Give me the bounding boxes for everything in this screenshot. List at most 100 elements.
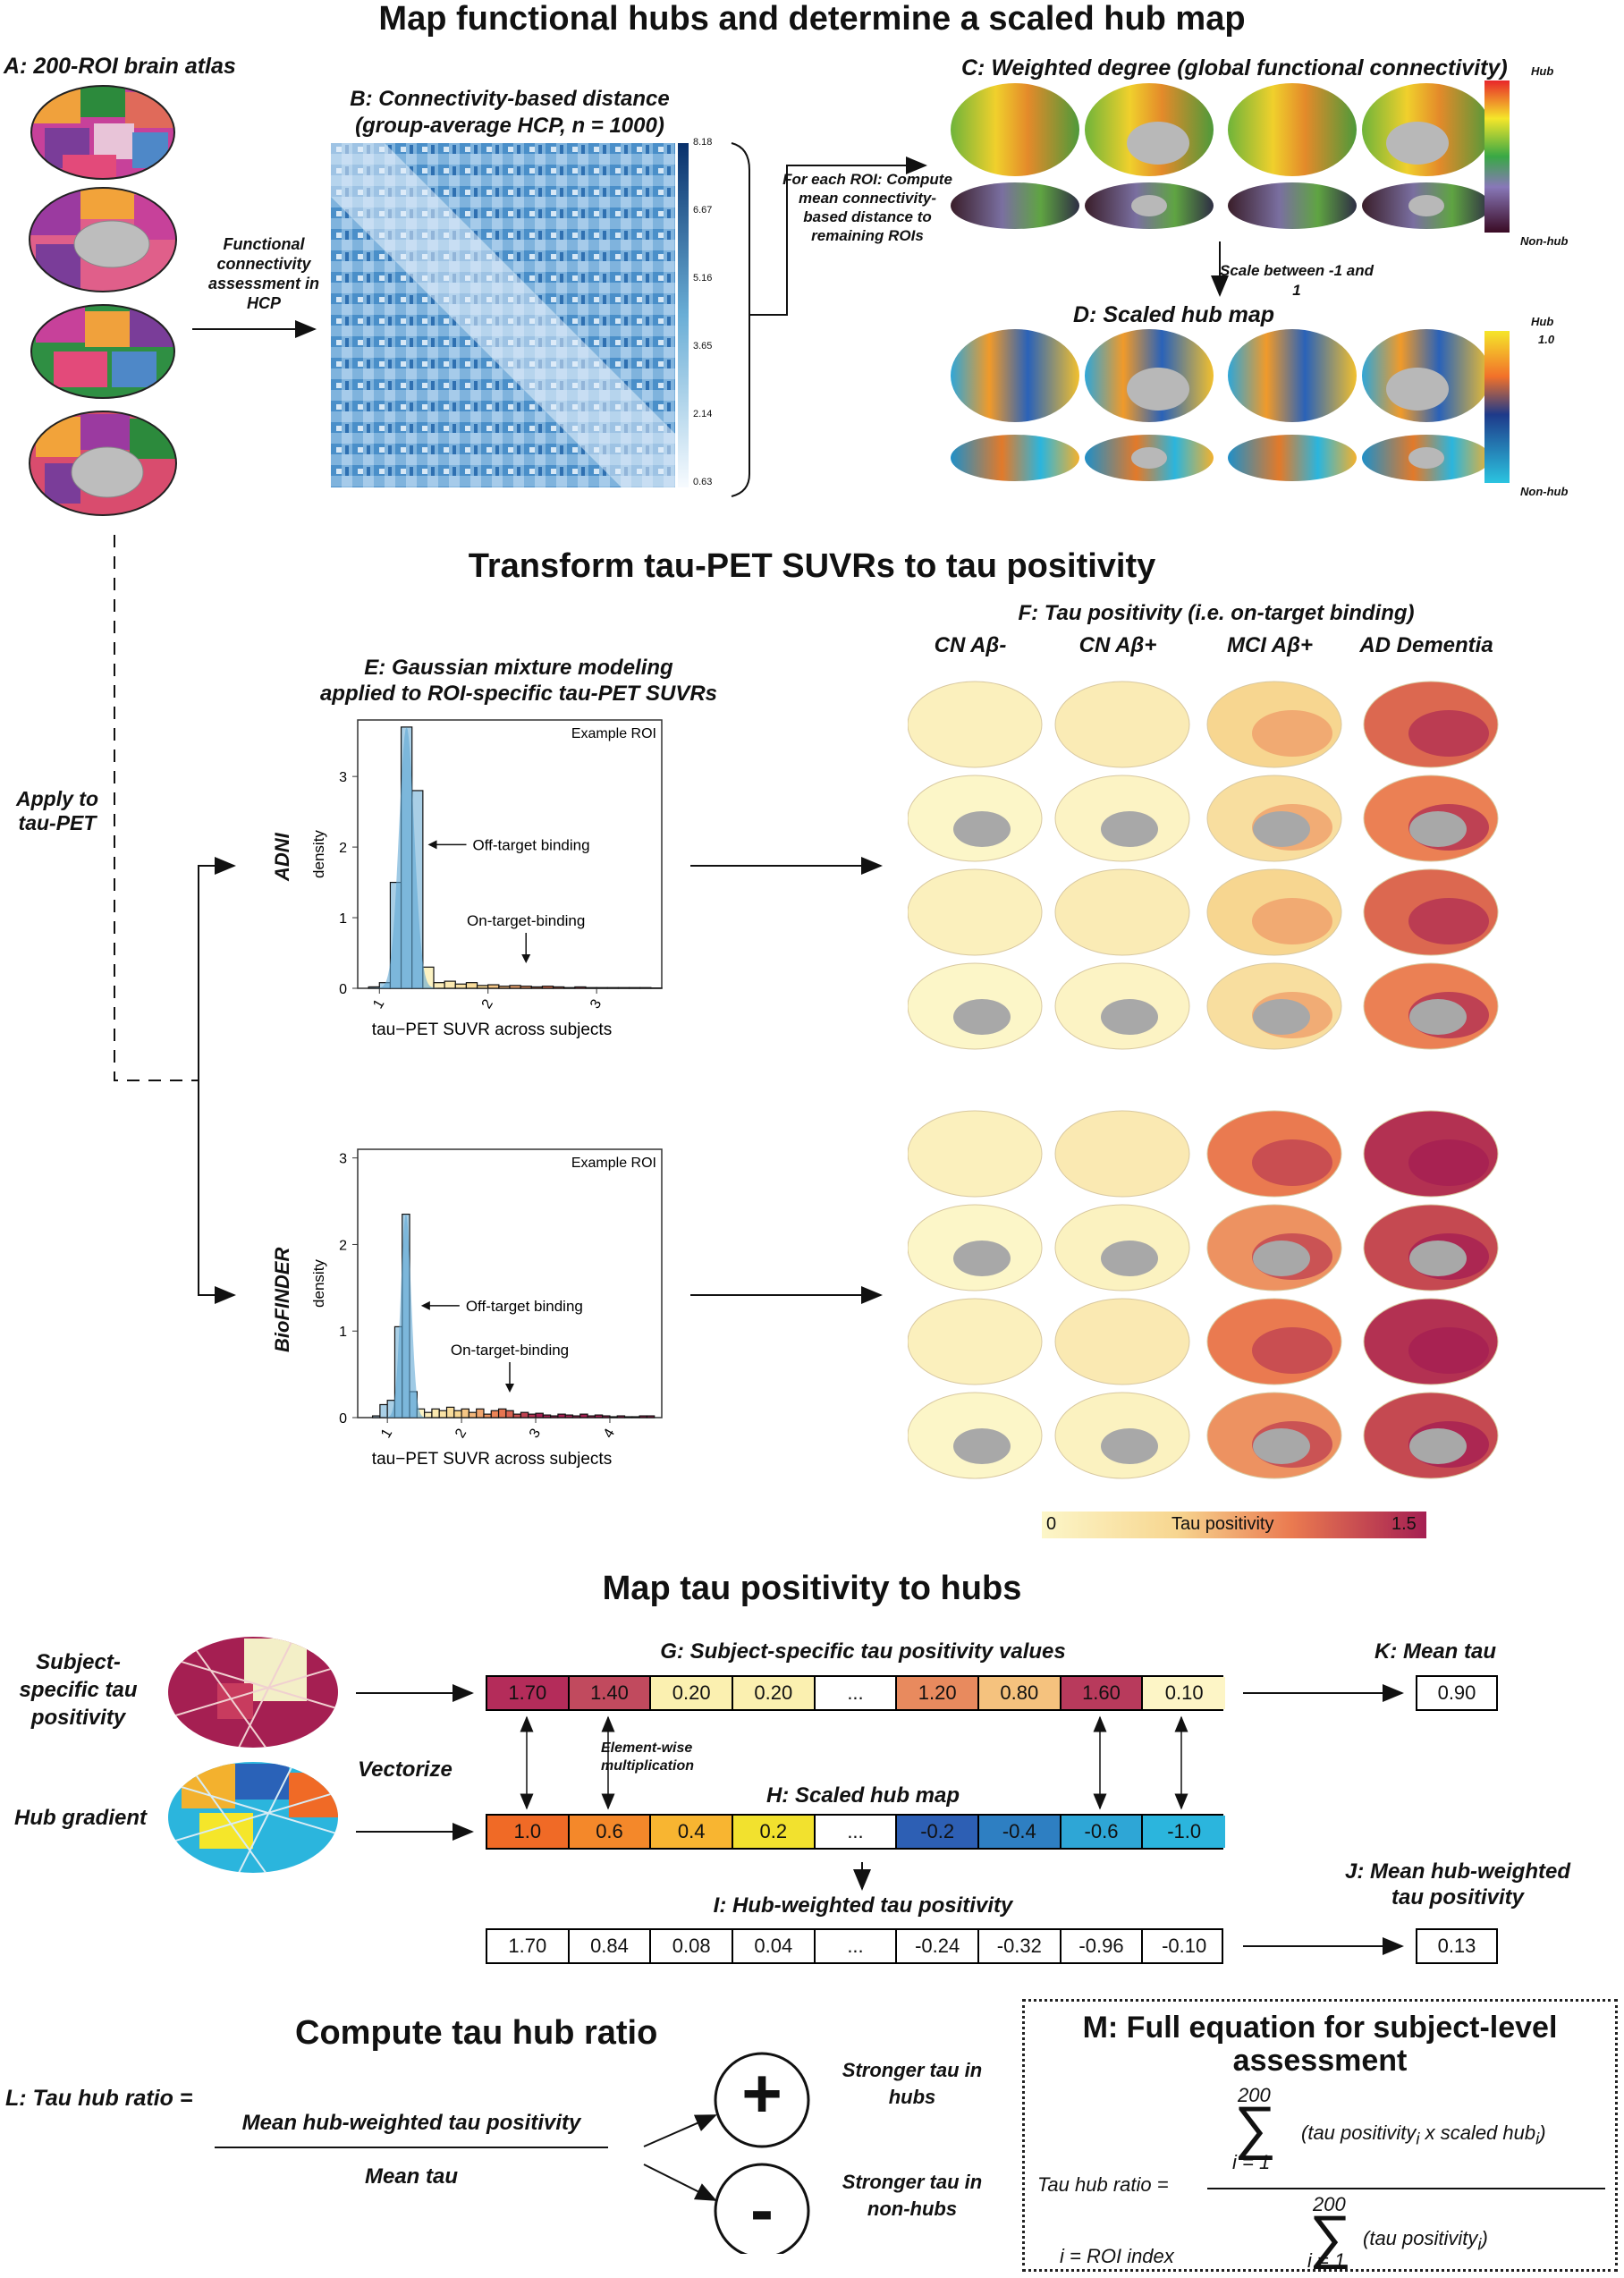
tau-brain-hotspot bbox=[1252, 710, 1332, 757]
panel-f-label: F: Tau positivity (i.e. on-target bindin… bbox=[1018, 601, 1415, 625]
value-cell: -0.10 bbox=[1162, 1935, 1207, 1957]
colorbar-tick-2: 6.67 bbox=[693, 205, 713, 216]
value-cell: -1.0 bbox=[1143, 1816, 1225, 1848]
value-cell: -0.96 bbox=[1062, 1930, 1144, 1962]
colorbar-tick-5: 2.14 bbox=[693, 409, 713, 419]
group-label-cn-abpos: CN Aβ+ bbox=[1078, 633, 1157, 657]
tau-hub-numerator: Mean hub-weighted tau positivity bbox=[241, 2111, 581, 2135]
on-target-arrowhead bbox=[521, 954, 531, 963]
histogram-bar bbox=[509, 985, 521, 989]
histogram-bar bbox=[564, 1414, 574, 1418]
on-target-arrowhead bbox=[505, 1384, 514, 1393]
x-tick-label: 4 bbox=[601, 1427, 618, 1441]
annotation-off-target: Off-target binding bbox=[466, 1298, 583, 1315]
tau-brain-hotspot bbox=[1252, 1139, 1332, 1186]
tau-cb-min: 0 bbox=[1046, 1514, 1057, 1534]
sigma-numerator: ∑ bbox=[1234, 2094, 1277, 2160]
panel-c-label: C: Weighted degree (global functional co… bbox=[961, 55, 1508, 80]
panel-b-label-1: B: Connectivity-based distance bbox=[350, 87, 670, 111]
colorbar-tick-4: 3.65 bbox=[693, 341, 713, 351]
histogram-bar bbox=[609, 1416, 618, 1418]
y-axis-label: density bbox=[310, 1259, 327, 1308]
denominator-term-a: (tau positivity bbox=[1363, 2227, 1478, 2249]
colorbar-tick-6: 0.63 bbox=[693, 477, 713, 487]
value-cell: -0.2 bbox=[897, 1816, 979, 1848]
denominator-term: (tau positivityi) bbox=[1363, 2227, 1488, 2254]
histogram-bar bbox=[596, 987, 608, 989]
histogram-bar bbox=[461, 1408, 469, 1418]
medial-wall bbox=[1253, 999, 1310, 1035]
value-cell: 0.4 bbox=[651, 1816, 733, 1848]
colorbar-tick-1: 8.18 bbox=[693, 137, 713, 148]
histogram-bar bbox=[438, 1410, 448, 1418]
histogram-bar bbox=[528, 1413, 537, 1418]
annotation-on-target: On-target-binding bbox=[467, 912, 585, 929]
y-tick-label: 0 bbox=[339, 1411, 347, 1427]
apply-to-tau-pet: Apply to tau-PET bbox=[16, 787, 98, 834]
panel-h-label: H: Scaled hub map bbox=[765, 1783, 960, 1808]
connector-arrows-top bbox=[114, 142, 1229, 1304]
medial-wall bbox=[953, 1428, 1011, 1464]
histogram-bar bbox=[585, 987, 597, 989]
histogram-bar bbox=[571, 1415, 581, 1418]
value-cell: 1.70 bbox=[487, 1930, 570, 1962]
panel-m-box bbox=[1022, 1999, 1618, 2272]
histogram-bar bbox=[444, 980, 456, 989]
histogram-bar bbox=[574, 986, 587, 989]
histogram-bar bbox=[557, 1413, 566, 1418]
sigma-denominator: ∑ bbox=[1309, 2203, 1352, 2269]
value-cell: ... bbox=[815, 1677, 898, 1709]
minus-symbol: - bbox=[750, 2170, 774, 2248]
histogram-bar bbox=[468, 1411, 478, 1418]
value-cell: 1.0 bbox=[487, 1816, 570, 1848]
value-cell: 0.08 bbox=[651, 1930, 733, 1962]
value-cell: 0.84 bbox=[570, 1930, 652, 1962]
tau-brain-view bbox=[1054, 1110, 1190, 1198]
histogram-bar bbox=[535, 1412, 544, 1418]
value-cell: 1.70 bbox=[487, 1677, 570, 1709]
tau-brain-hotspot bbox=[1408, 710, 1489, 757]
y-tick-label: 2 bbox=[339, 1238, 347, 1253]
d-cb-min: -1.0 bbox=[1536, 463, 1557, 477]
index-note: i = ROI index bbox=[1060, 2245, 1174, 2267]
sum-lower-den: i = 1 bbox=[1307, 2249, 1346, 2272]
scale-note: Scale between -1 and 1 bbox=[1220, 262, 1374, 299]
x-tick-label: 3 bbox=[527, 1427, 544, 1441]
panel-g-label: G: Subject-specific tau positivity value… bbox=[660, 1639, 1066, 1664]
histogram-bar bbox=[542, 1414, 552, 1418]
histogram-bar bbox=[530, 986, 544, 989]
tau-cb-title: Tau positivity bbox=[1171, 1514, 1274, 1534]
cohort-label-biofinder: BioFINDER bbox=[271, 1247, 293, 1352]
value-cell: 1.40 bbox=[569, 1677, 652, 1709]
off-target-arrowhead bbox=[420, 1300, 430, 1310]
subject-hub-brains bbox=[168, 1637, 338, 1873]
subject-specific-label: Subject-specific tau positivity bbox=[19, 1650, 138, 1730]
value-cell: 0.6 bbox=[569, 1816, 652, 1848]
histogram-bar bbox=[368, 986, 380, 989]
hub-brain-views bbox=[951, 80, 1510, 483]
tau-brain-hotspot bbox=[1252, 1327, 1332, 1374]
value-cell: 0.04 bbox=[733, 1930, 816, 1962]
histogram-bar bbox=[371, 1415, 381, 1418]
sum-upper-num: 200 bbox=[1238, 2084, 1271, 2106]
equation-fraction-bar bbox=[1207, 2188, 1605, 2189]
histogram-bar bbox=[550, 1415, 559, 1418]
panel-e-label-1: E: Gaussian mixture modeling bbox=[364, 656, 673, 680]
x-axis-label: tau−PET SUVR across subjects bbox=[372, 1020, 612, 1039]
histogram-bar bbox=[646, 1415, 656, 1418]
medial-wall bbox=[953, 999, 1011, 1035]
medial-wall bbox=[1101, 1428, 1158, 1464]
vectorize-label: Vectorize bbox=[358, 1757, 453, 1782]
c-cb-top: Hub bbox=[1531, 64, 1554, 78]
histogram-bar bbox=[512, 1413, 522, 1418]
elementwise-label: Element-wise multiplication bbox=[601, 1740, 694, 1774]
stronger-hubs-text: Stronger tau in hubs bbox=[842, 2059, 983, 2108]
value-cell: 0.80 bbox=[979, 1677, 1062, 1709]
histogram-bar bbox=[465, 982, 478, 989]
section-title-ratio: Compute tau hub ratio bbox=[295, 2014, 658, 2052]
histogram-bar bbox=[483, 1413, 492, 1418]
numerator-term: (tau positivityi x scaled hubi) bbox=[1301, 2121, 1546, 2148]
panel-m-title-2: assessment bbox=[1232, 2044, 1408, 2078]
tau-brain-hotspot bbox=[1408, 1139, 1489, 1186]
